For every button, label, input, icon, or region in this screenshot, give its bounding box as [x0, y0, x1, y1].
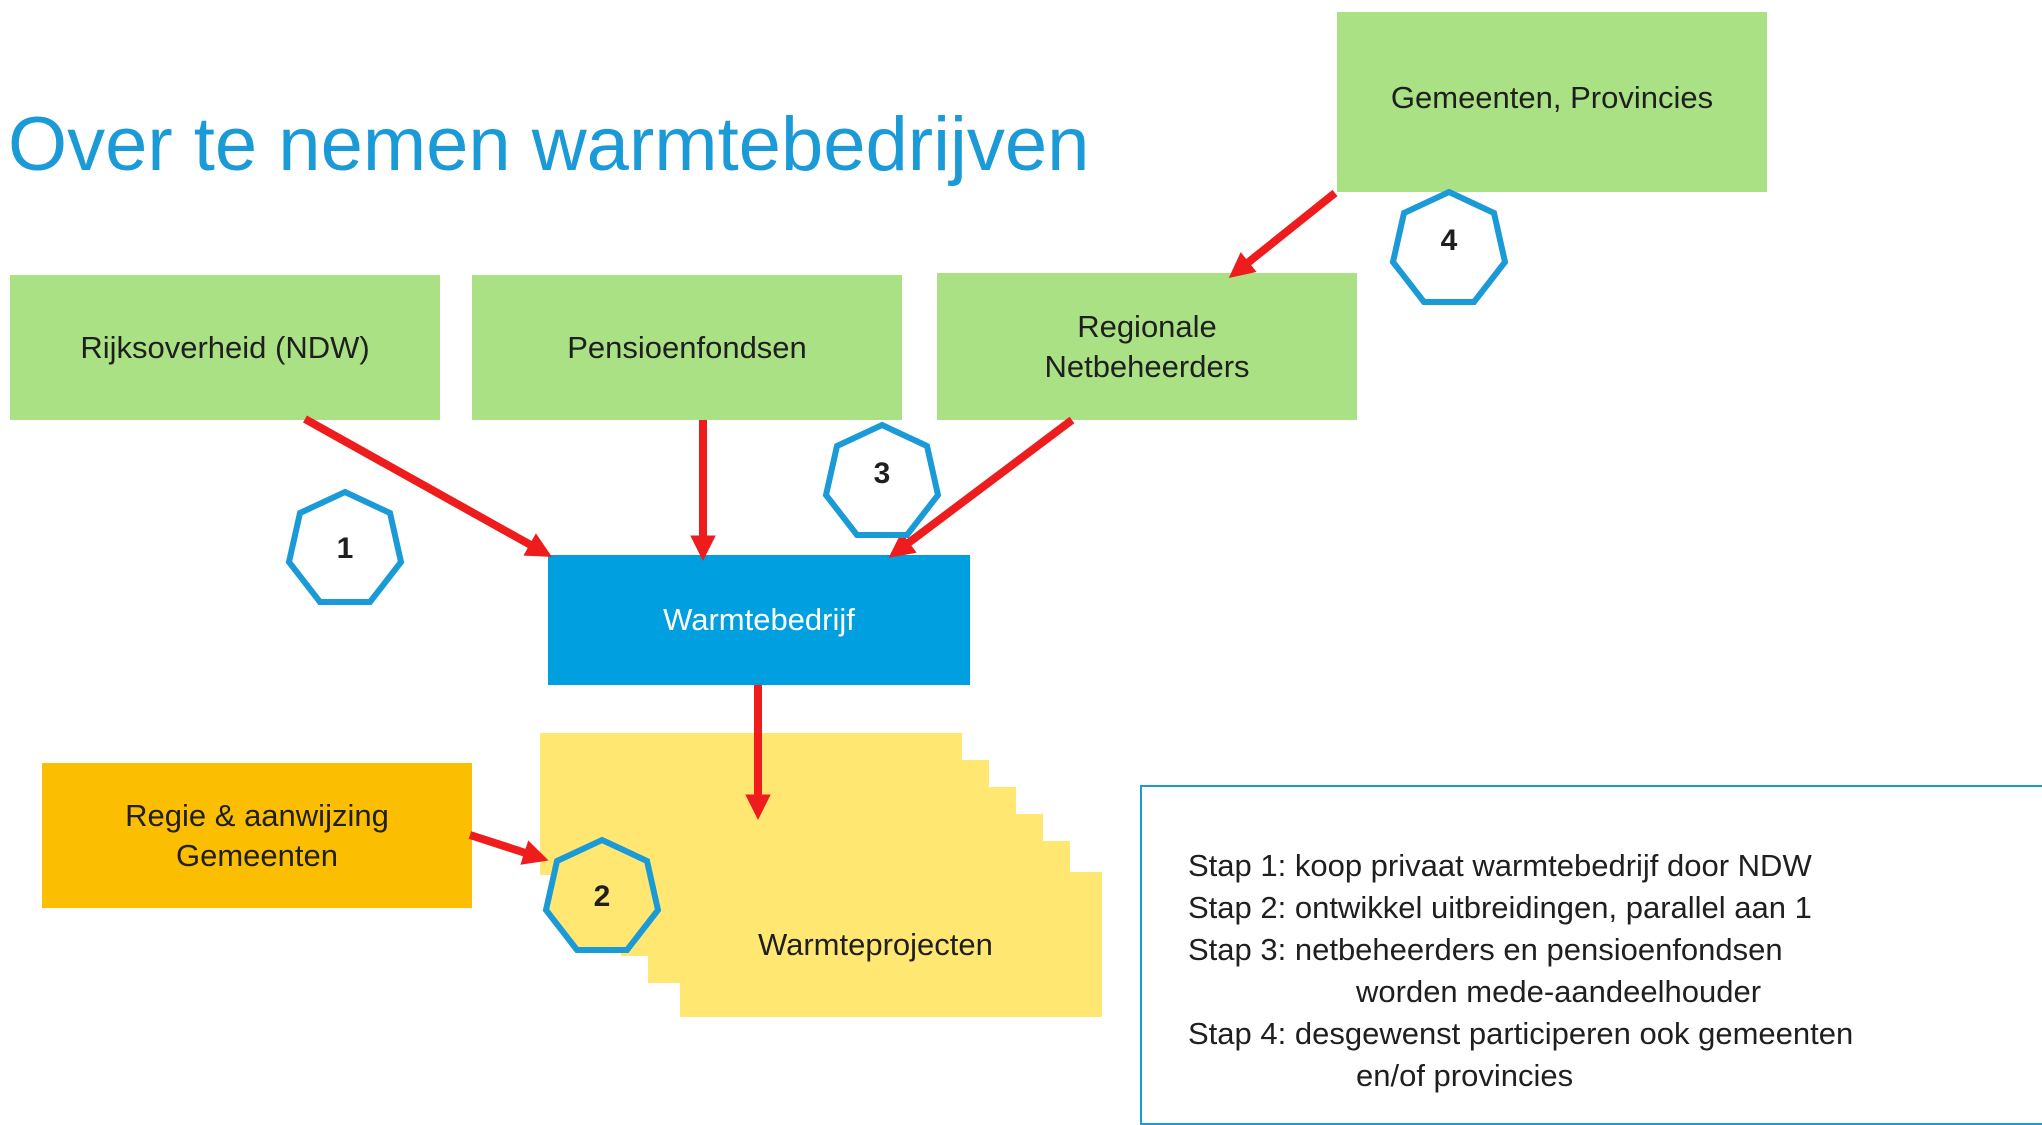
- badge-2-label: 2: [594, 880, 611, 913]
- warmtebedrijf-label: Warmtebedrijf: [663, 602, 855, 637]
- pensioenfondsen-box: Pensioenfondsen: [472, 275, 902, 420]
- regie-gemeenten-box: Regie & aanwijzing Gemeenten: [42, 763, 472, 908]
- step-badge-4: 4: [1389, 188, 1509, 305]
- regionale-netbeheerders-box: Regionale Netbeheerders: [937, 273, 1357, 420]
- regie-label: Regie & aanwijzing: [125, 797, 389, 833]
- step-2: Stap 2: ontwikkel uitbreidingen, paralle…: [1188, 890, 1812, 925]
- warmtebedrijf-box: Warmtebedrijf: [548, 555, 970, 685]
- gemeenten-provincies-label: Gemeenten, Provincies: [1390, 80, 1714, 115]
- regionale-label: Regionale: [1077, 308, 1217, 344]
- step-badge-1: 1: [285, 488, 405, 605]
- step-3-continued: worden mede-aandeelhouder: [1356, 974, 1762, 1009]
- arrow-netbeheerders-to-warmtebedrijf: [888, 416, 1075, 558]
- rijksoverheid-label: Rijksoverheid (NDW): [80, 329, 370, 365]
- arrow-rijksoverheid-to-warmtebedrijf: [303, 415, 552, 557]
- step-badge-3: 3: [822, 421, 942, 538]
- badge-1-label: 1: [337, 532, 354, 565]
- steps-list: Stap 1: koop privaat warmtebedrijf door …: [1188, 845, 1853, 1097]
- step-4: Stap 4: desgewenst participeren ook geme…: [1188, 1016, 1854, 1051]
- badge-3-label: 3: [874, 457, 891, 490]
- arrow-regie-to-projecten: [468, 831, 549, 865]
- netbeheerders-label: Netbeheerders: [1044, 348, 1250, 384]
- page-title: Over te nemen warmtebedrijven: [8, 102, 1090, 187]
- gemeenten-provincies-box: Gemeenten, Provincies: [1337, 12, 1767, 192]
- warmteprojecten-card: [680, 872, 1102, 1017]
- steps-panel: [1140, 785, 2042, 1125]
- pensioenfondsen-label: Pensioenfondsen: [567, 329, 807, 365]
- step-1: Stap 1: koop privaat warmtebedrijf door …: [1188, 848, 1812, 883]
- badge-4-label: 4: [1441, 224, 1458, 257]
- warmteprojecten-label: Warmteprojecten: [758, 927, 993, 962]
- rijksoverheid-box: Rijksoverheid (NDW): [10, 275, 440, 420]
- step-4-continued: en/of provincies: [1356, 1058, 1574, 1093]
- arrow-gemeenten-to-netbeheerders: [1228, 189, 1338, 278]
- regie-gemeenten-label: Gemeenten: [176, 837, 338, 873]
- step-badge-2: 2: [542, 836, 662, 953]
- step-3: Stap 3: netbeheerders en pensioenfondsen: [1188, 932, 1783, 967]
